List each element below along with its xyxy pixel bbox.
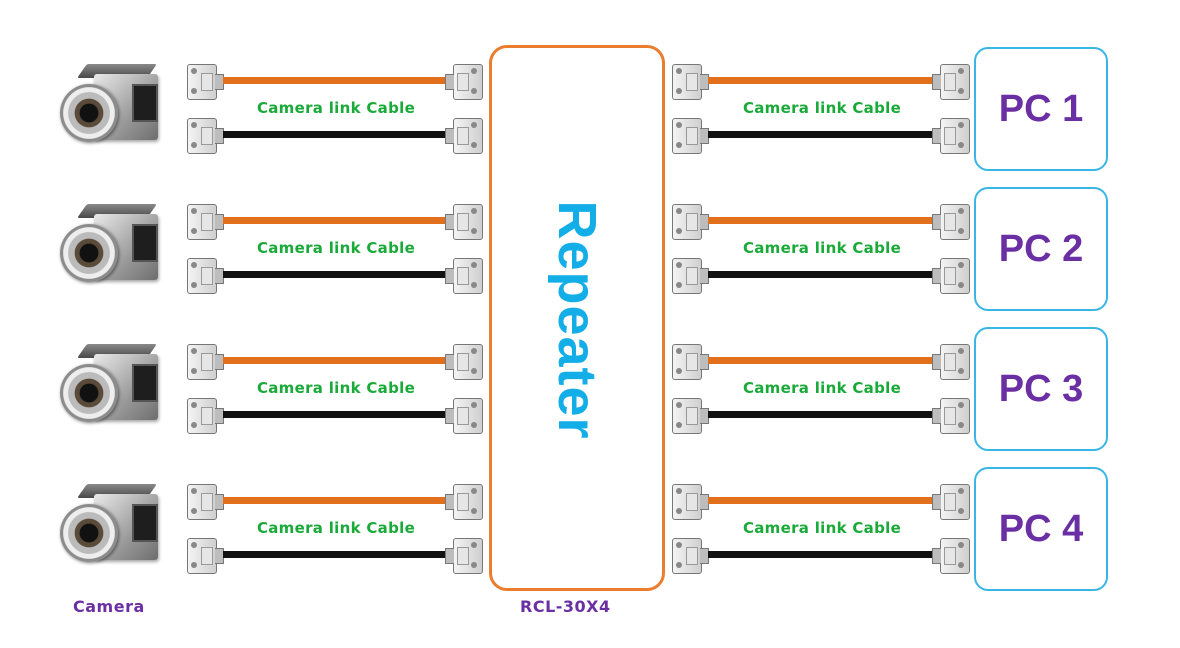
cable-label-right-3: Camera link Cable [742,379,902,397]
left-repeater-connector-top-3 [445,344,483,380]
left-connector-bottom-3 [187,398,224,434]
right-cable-black-4 [708,551,934,558]
model-caption: RCL-30X4 [520,597,611,616]
left-cable-orange-2 [223,217,445,224]
right-cable-black-1 [708,131,934,138]
right-cable-black-2 [708,271,934,278]
left-repeater-connector-top-1 [445,64,483,100]
left-repeater-connector-top-4 [445,484,483,520]
pc-connector-top-3 [932,344,970,380]
right-cable-orange-4 [708,497,934,504]
left-repeater-connector-bottom-1 [445,118,483,154]
camera-2 [52,204,162,296]
pc-connector-bottom-3 [932,398,970,434]
cable-label-right-1: Camera link Cable [742,99,902,117]
left-connector-top-3 [187,344,224,380]
pc-box-3: PC 3 [974,327,1108,451]
camera-1 [52,64,162,156]
right-repeater-connector-top-4 [672,484,709,520]
camera-4 [52,484,162,576]
left-connector-bottom-2 [187,258,224,294]
right-repeater-connector-top-1 [672,64,709,100]
left-cable-orange-4 [223,497,445,504]
camera-3 [52,344,162,436]
left-connector-top-2 [187,204,224,240]
left-cable-orange-1 [223,77,445,84]
right-cable-orange-1 [708,77,934,84]
cable-label-right-4: Camera link Cable [742,519,902,537]
right-repeater-connector-bottom-1 [672,118,709,154]
pc-connector-top-1 [932,64,970,100]
left-cable-black-1 [223,131,445,138]
right-cable-orange-2 [708,217,934,224]
right-repeater-connector-bottom-2 [672,258,709,294]
right-repeater-connector-bottom-3 [672,398,709,434]
pc-box-1: PC 1 [974,47,1108,171]
cable-label-left-4: Camera link Cable [256,519,416,537]
pc-connector-top-4 [932,484,970,520]
left-connector-bottom-1 [187,118,224,154]
left-repeater-connector-top-2 [445,204,483,240]
repeater-box [489,45,665,591]
cable-label-left-3: Camera link Cable [256,379,416,397]
right-cable-black-3 [708,411,934,418]
left-connector-bottom-4 [187,538,224,574]
left-connector-top-4 [187,484,224,520]
pc-connector-bottom-4 [932,538,970,574]
left-cable-black-3 [223,411,445,418]
pc-connector-top-2 [932,204,970,240]
pc-connector-bottom-1 [932,118,970,154]
left-cable-black-2 [223,271,445,278]
pc-box-2: PC 2 [974,187,1108,311]
left-repeater-connector-bottom-2 [445,258,483,294]
left-repeater-connector-bottom-4 [445,538,483,574]
right-repeater-connector-bottom-4 [672,538,709,574]
camera-caption: Camera [73,597,145,616]
left-repeater-connector-bottom-3 [445,398,483,434]
right-repeater-connector-top-3 [672,344,709,380]
left-cable-black-4 [223,551,445,558]
right-cable-orange-3 [708,357,934,364]
cable-label-right-2: Camera link Cable [742,239,902,257]
left-cable-orange-3 [223,357,445,364]
pc-box-4: PC 4 [974,467,1108,591]
left-connector-top-1 [187,64,224,100]
right-repeater-connector-top-2 [672,204,709,240]
cable-label-left-2: Camera link Cable [256,239,416,257]
repeater-label: Repeater [547,200,607,440]
cable-label-left-1: Camera link Cable [256,99,416,117]
pc-connector-bottom-2 [932,258,970,294]
